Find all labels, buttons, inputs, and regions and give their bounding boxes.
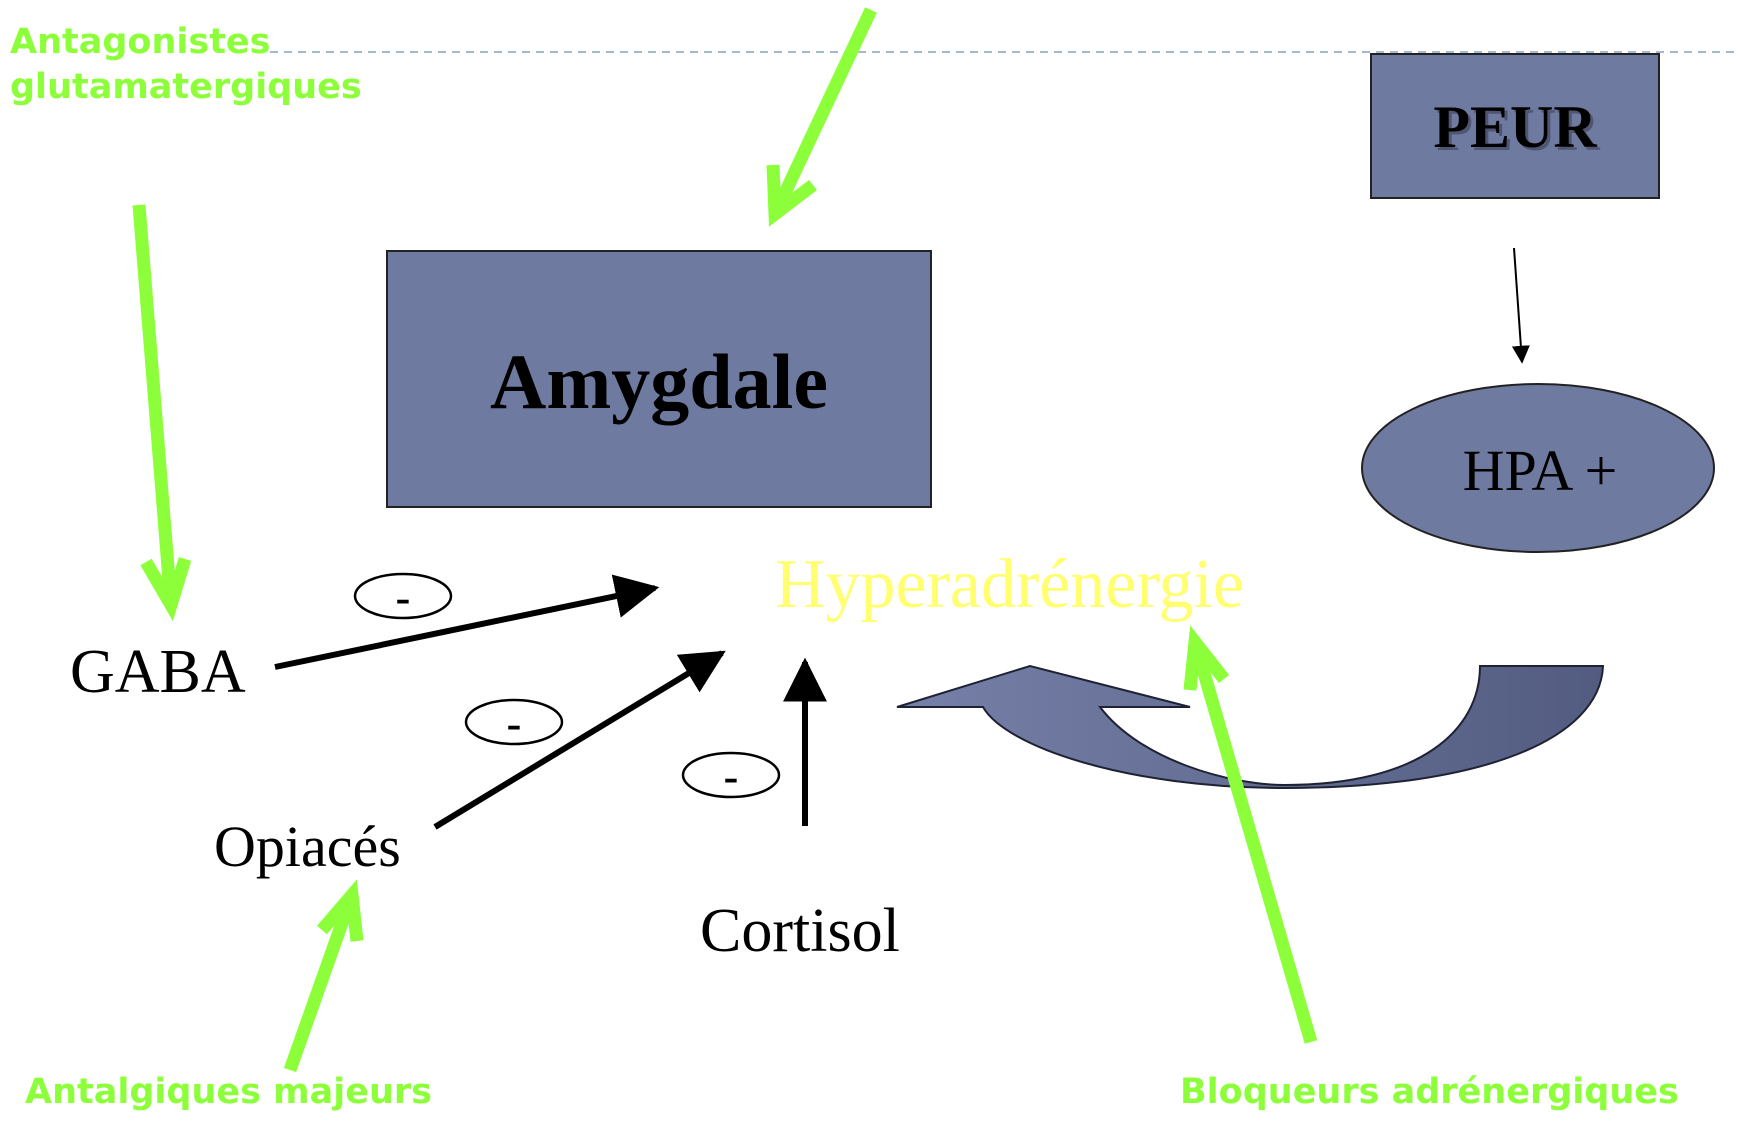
label-glutamatergiques: glutamatergiques (10, 67, 362, 107)
cortisol-minus-badge (681, 751, 781, 799)
cortisol-label: Cortisol (700, 897, 900, 965)
peur-to-hpa-arrow (1511, 247, 1530, 364)
amygdale-label: Amygdale (490, 338, 828, 425)
hyperadrenergie-label: Hyperadrénergie (775, 546, 1244, 623)
opiaces-arrow (433, 650, 726, 830)
gaba-arrow (274, 574, 660, 670)
green-arrow-antalgiques (283, 879, 364, 1073)
opiaces-minus-sign: - (507, 699, 522, 748)
label-antalgiques: Antalgiques majeurs (25, 1072, 432, 1112)
amygdale-box (386, 250, 932, 508)
curved-feedback-arrow (896, 664, 1605, 790)
peur-label-shadow: PEUR (1436, 97, 1600, 163)
label-bloqueurs: Bloqueurs adrénergiques (1180, 1072, 1679, 1112)
opiaces-label: Opiacés (214, 814, 401, 879)
hpa-ellipse (1361, 383, 1715, 553)
label-antagonistes: Antagonistes (10, 22, 271, 62)
gaba-minus-sign: - (396, 573, 411, 622)
green-arrow-glutamate (132, 204, 192, 622)
peur-label: PEUR (1433, 94, 1597, 160)
green-arrow-top (766, 7, 877, 227)
gaba-label: GABA (70, 638, 246, 706)
cortisol-minus-sign: - (724, 752, 739, 801)
opiaces-minus-badge (464, 698, 564, 746)
green-arrow-bloqueurs (1183, 625, 1318, 1044)
hpa-label: HPA + (1463, 438, 1618, 503)
gaba-minus-badge (353, 572, 453, 620)
peur-box (1370, 53, 1660, 199)
